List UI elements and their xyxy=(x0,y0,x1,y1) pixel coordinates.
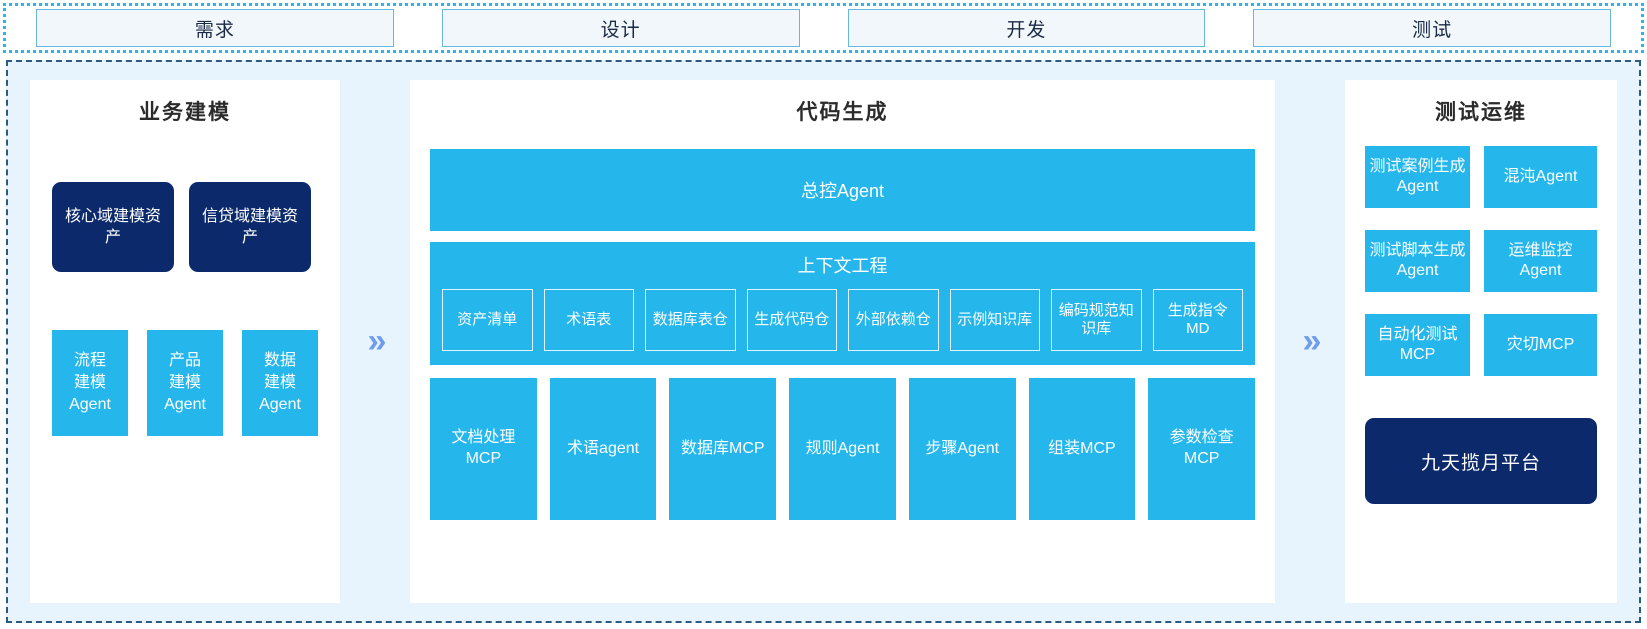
stage-tab-testing[interactable]: 测试 xyxy=(1253,9,1611,47)
context-item-generated-code-repo[interactable]: 生成代码仓 xyxy=(746,289,837,351)
ops-card-test-script-generation-agent[interactable]: 测试脚本生成Agent xyxy=(1365,230,1470,292)
agent-card-product-modeling[interactable]: 产品 建模 Agent xyxy=(147,330,223,436)
tool-card-parameter-check-mcp[interactable]: 参数检查MCP xyxy=(1148,378,1256,520)
context-item-coding-standard-knowledge-base[interactable]: 编码规范知识库 xyxy=(1051,289,1142,351)
business-agent-row: 流程 建模 Agent 产品 建模 Agent 数据 建模 Agent xyxy=(52,330,318,436)
stage-tab-requirements[interactable]: 需求 xyxy=(36,9,394,47)
context-item-label: 生成指令MD xyxy=(1167,301,1228,337)
platform-card-jiutian-lanyue[interactable]: 九天揽月平台 xyxy=(1365,418,1597,504)
test-ops-content: 测试案例生成Agent 混沌Agent 测试脚本生成Agent 运维监控Agen… xyxy=(1345,136,1617,504)
code-generation-tool-row: 文档处理MCP 术语agent 数据库MCP 规则Agent 步骤Agent xyxy=(430,378,1256,520)
double-chevron-right-icon: » xyxy=(1302,322,1322,360)
tool-card-label: 术语agent xyxy=(567,439,640,457)
flow-arrow-right: » xyxy=(1275,80,1345,603)
panel-title-code-generation: 代码生成 xyxy=(796,101,889,124)
tool-card-label: 组装MCP xyxy=(1048,439,1116,457)
tool-card-label: 规则Agent xyxy=(805,439,880,457)
panel-test-ops: 测试运维 测试案例生成Agent 混沌Agent 测试脚本生成Agent 运维监… xyxy=(1345,80,1617,603)
ops-card-ops-monitoring-agent[interactable]: 运维监控Agent xyxy=(1484,230,1597,292)
stage-tab-label: 设计 xyxy=(600,19,641,41)
ops-card-chaos-agent[interactable]: 混沌Agent xyxy=(1484,146,1597,208)
ops-card-label: 测试脚本生成Agent xyxy=(1369,241,1466,279)
ops-card-label: 混沌Agent xyxy=(1503,167,1578,185)
context-item-label: 数据库表仓 xyxy=(652,310,728,328)
context-item-generation-instruction-md[interactable]: 生成指令MD xyxy=(1152,289,1243,351)
tool-card-glossary-agent[interactable]: 术语agent xyxy=(549,378,657,520)
tool-card-assembly-mcp[interactable]: 组装MCP xyxy=(1028,378,1136,520)
tool-card-label: 参数检查MCP xyxy=(1169,429,1234,467)
ops-card-label: 测试案例生成Agent xyxy=(1369,157,1466,195)
code-generation-content: 总控Agent 上下文工程 资产清单 术语表 数据库表仓 xyxy=(410,136,1275,532)
tool-card-rule-agent[interactable]: 规则Agent xyxy=(789,378,896,520)
agent-card-label: 产品 建模 Agent xyxy=(164,351,206,414)
panel-business-modeling: 业务建模 核心域建模资产 信贷域建模资产 流程 建模 Agent 产品 建模 xyxy=(30,80,340,603)
asset-card-label: 信贷域建模资产 xyxy=(201,207,298,246)
stage-band: 需求 设计 开发 测试 xyxy=(3,3,1644,53)
context-engineering-items: 资产清单 术语表 数据库表仓 生成代码仓 外部依赖仓 xyxy=(442,289,1243,351)
ops-card-label: 自动化测试MCP xyxy=(1377,325,1458,363)
platform-card-label: 九天揽月平台 xyxy=(1420,452,1541,474)
tool-card-document-processing-mcp[interactable]: 文档处理MCP xyxy=(430,378,537,520)
business-modeling-content: 核心域建模资产 信贷域建模资产 流程 建模 Agent 产品 建模 Agent … xyxy=(30,136,340,603)
context-item-label: 资产清单 xyxy=(457,310,518,328)
panel-title-test-ops: 测试运维 xyxy=(1435,101,1527,124)
context-item-label: 生成代码仓 xyxy=(754,310,830,328)
context-item-label: 术语表 xyxy=(566,310,612,328)
double-chevron-right-icon: » xyxy=(367,322,387,360)
agent-card-process-modeling[interactable]: 流程 建模 Agent xyxy=(52,330,128,436)
master-agent-bar[interactable]: 总控Agent xyxy=(430,149,1255,231)
tool-card-label: 文档处理MCP xyxy=(451,429,516,467)
agent-card-label: 数据 建模 Agent xyxy=(259,351,301,414)
ops-card-automated-test-mcp[interactable]: 自动化测试MCP xyxy=(1365,314,1470,376)
agent-card-data-modeling[interactable]: 数据 建模 Agent xyxy=(242,330,318,436)
asset-card-label: 核心域建模资产 xyxy=(64,207,161,246)
context-item-label: 外部依赖仓 xyxy=(855,310,931,328)
context-item-example-knowledge-base[interactable]: 示例知识库 xyxy=(949,289,1040,351)
ops-card-label: 灾切MCP xyxy=(1506,335,1575,353)
panel-code-generation: 代码生成 总控Agent 上下文工程 资产清单 术语表 xyxy=(410,80,1275,603)
context-item-external-dependency-repo[interactable]: 外部依赖仓 xyxy=(848,289,939,351)
business-asset-row: 核心域建模资产 信贷域建模资产 xyxy=(52,182,318,272)
context-item-glossary[interactable]: 术语表 xyxy=(543,289,634,351)
flow-arrow-left: » xyxy=(340,80,410,603)
context-engineering-title: 上下文工程 xyxy=(797,256,888,276)
context-item-label: 示例知识库 xyxy=(957,310,1033,328)
context-engineering-block: 上下文工程 资产清单 术语表 数据库表仓 生成代码仓 xyxy=(430,242,1255,365)
tool-card-database-mcp[interactable]: 数据库MCP xyxy=(669,378,777,520)
tool-card-step-agent[interactable]: 步骤Agent xyxy=(908,378,1016,520)
asset-card-credit-domain[interactable]: 信贷域建模资产 xyxy=(189,182,311,272)
stage-tab-label: 测试 xyxy=(1412,19,1453,41)
panel-title-business-modeling: 业务建模 xyxy=(139,101,231,124)
ops-card-disaster-switch-mcp[interactable]: 灾切MCP xyxy=(1484,314,1597,376)
master-agent-label: 总控Agent xyxy=(800,181,885,201)
stage-tab-label: 开发 xyxy=(1006,19,1047,41)
tool-card-label: 步骤Agent xyxy=(925,439,1000,457)
agent-card-label: 流程 建模 Agent xyxy=(69,351,111,414)
stage-tab-design[interactable]: 设计 xyxy=(441,9,800,47)
ops-card-test-case-generation-agent[interactable]: 测试案例生成Agent xyxy=(1365,146,1470,208)
context-item-asset-list[interactable]: 资产清单 xyxy=(442,289,533,351)
test-ops-card-grid: 测试案例生成Agent 混沌Agent 测试脚本生成Agent 运维监控Agen… xyxy=(1365,146,1597,376)
ops-card-label: 运维监控Agent xyxy=(1508,241,1573,279)
stage-tab-development[interactable]: 开发 xyxy=(847,9,1206,47)
main-diagram-area: 业务建模 核心域建模资产 信贷域建模资产 流程 建模 Agent 产品 建模 xyxy=(6,60,1641,623)
context-item-db-table-repo[interactable]: 数据库表仓 xyxy=(645,289,736,351)
stage-tab-label: 需求 xyxy=(194,19,235,41)
tool-card-label: 数据库MCP xyxy=(681,439,765,457)
asset-card-core-domain[interactable]: 核心域建模资产 xyxy=(52,182,174,272)
context-item-label: 编码规范知识库 xyxy=(1058,301,1134,337)
